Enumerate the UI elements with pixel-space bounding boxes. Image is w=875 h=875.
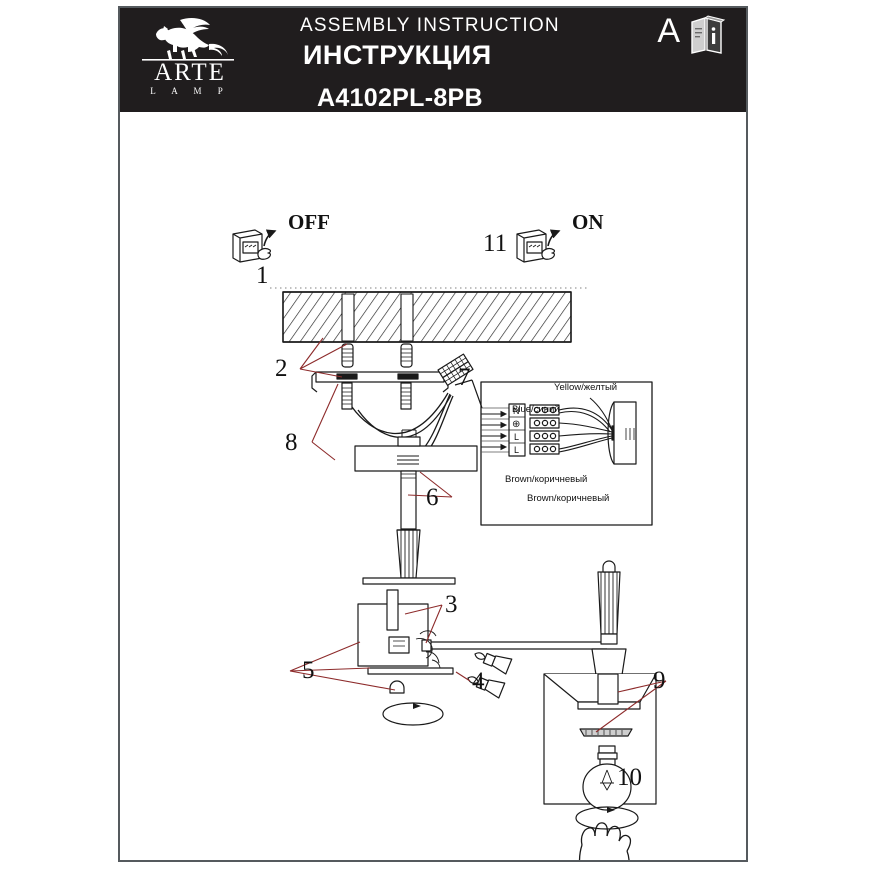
step-label-6: 6 (426, 484, 439, 511)
assembly-title-ru: ИНСТРУКЦИЯ (303, 40, 492, 70)
hand-holding-bulb (578, 822, 632, 860)
terminal-mark-l2: L (514, 445, 520, 455)
leader-lines-7 (454, 379, 483, 409)
wall-anchor-right (400, 343, 413, 368)
wire-label-brown-2: Brown/коричневый (527, 493, 610, 504)
support-arm (421, 639, 607, 652)
brand-logo: ARTE L A M P (134, 14, 242, 106)
diagram-lamp-body (607, 401, 637, 465)
corner-letter: A (657, 12, 680, 50)
step-label-5: 5 (302, 657, 315, 684)
connector-blocks (529, 404, 560, 455)
decor-cap (389, 680, 405, 694)
model-number: A4102PL-8PB (317, 84, 483, 112)
brand-subtitle: L A M P (150, 86, 230, 96)
wire-label-yellow: Yellow/желтый (554, 382, 618, 393)
ceiling-slab (282, 291, 572, 343)
step-label-4: 4 (472, 668, 485, 695)
lamp-socket-ring (579, 673, 633, 737)
step-label-1: 1 (256, 262, 269, 289)
wire-connector-block (437, 353, 474, 386)
step-label-11: 11 (483, 230, 508, 257)
right-finial (597, 560, 621, 635)
griffin-icon (142, 17, 234, 61)
step-label-2: 2 (275, 355, 288, 382)
terminal-strip (508, 403, 526, 457)
assembly-title-en: ASSEMBLY INSTRUCTION (300, 15, 560, 36)
canopy-nut (397, 429, 421, 447)
bracket-screw-right (400, 382, 412, 410)
light-bulb (582, 745, 632, 811)
canopy-plate (354, 445, 478, 472)
step-label-10: 10 (617, 764, 642, 791)
step-label-7: 7 (458, 364, 471, 391)
wire-label-brown-1: Brown/коричневый (505, 474, 588, 485)
center-stem (400, 470, 417, 530)
brand-name: ARTE (154, 59, 226, 86)
fixing-screw-a (474, 652, 513, 675)
switch-on-label: ON (572, 210, 604, 234)
wall-anchor-left (341, 343, 354, 368)
supply-lines (481, 407, 509, 453)
hand-sketch (415, 630, 441, 673)
junction-box (357, 589, 429, 667)
shade-neck (591, 633, 627, 676)
step-label-3: 3 (445, 591, 458, 618)
step-label-8: 8 (285, 429, 298, 456)
arm-rod (367, 667, 454, 675)
page-frame: ARTE L A M P ASSEMBLY INSTRUCTION ИНСТРУ… (118, 6, 748, 862)
switch-off-label: OFF (288, 210, 330, 234)
rotation-arrow-cap (382, 702, 444, 726)
switch-off-icon (232, 229, 277, 263)
terminal-mark-l1: L (514, 432, 520, 442)
step-label-9: 9 (653, 667, 666, 694)
header-banner: ARTE L A M P ASSEMBLY INSTRUCTION ИНСТРУ… (120, 8, 746, 112)
decorative-finial (396, 529, 421, 579)
bracket-screw-left (341, 382, 353, 410)
terminal-mark-ground: ⊕ (512, 419, 521, 430)
booklet-info-icon (691, 15, 726, 54)
ceiling-cover-plate (362, 577, 456, 585)
fixing-screw-b (467, 676, 506, 699)
wiring-diagram-box (480, 381, 653, 526)
wire-label-blue: Blue/синий (512, 404, 560, 415)
leader-lines (289, 337, 667, 733)
terminal-mark-n: N (513, 406, 520, 416)
assembly-diagram: OFF ON 1 2 3 4 5 6 7 8 9 10 11 Yellow/же… (120, 112, 746, 860)
switch-on-icon (516, 229, 561, 263)
